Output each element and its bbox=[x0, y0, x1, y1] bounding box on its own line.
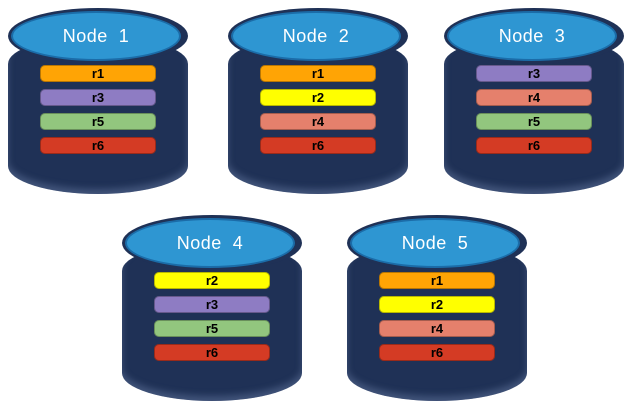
replica-bar: r2 bbox=[260, 89, 376, 106]
node-title: Node 3 bbox=[498, 25, 566, 46]
replica-bar: r6 bbox=[260, 137, 376, 154]
node-title: Node 4 bbox=[176, 232, 244, 253]
node-cylinder-3: Node 3 r3 r4 r5 r6 bbox=[444, 8, 624, 194]
cylinder-top: Node 3 bbox=[447, 11, 617, 61]
replica-bar: r2 bbox=[379, 296, 495, 313]
replica-bar: r3 bbox=[476, 65, 592, 82]
replica-bar: r4 bbox=[260, 113, 376, 130]
cylinder-top: Node 1 bbox=[11, 11, 181, 61]
replica-bar: r3 bbox=[40, 89, 156, 106]
cylinder-top: Node 4 bbox=[125, 218, 295, 268]
replica-bar: r5 bbox=[476, 113, 592, 130]
replica-list: r3 r4 r5 r6 bbox=[476, 65, 592, 161]
replica-bar: r4 bbox=[379, 320, 495, 337]
node-cylinder-1: Node 1 r1 r3 r5 r6 bbox=[8, 8, 188, 194]
replica-bar: r5 bbox=[40, 113, 156, 130]
replica-list: r1 r3 r5 r6 bbox=[40, 65, 156, 161]
node-cylinder-5: Node 5 r1 r2 r4 r6 bbox=[347, 215, 527, 401]
replica-bar: r3 bbox=[154, 296, 270, 313]
replica-bar: r4 bbox=[476, 89, 592, 106]
cylinder-top: Node 2 bbox=[231, 11, 401, 61]
replica-list: r1 r2 r4 r6 bbox=[260, 65, 376, 161]
node-title: Node 1 bbox=[62, 25, 130, 46]
node-cylinder-4: Node 4 r2 r3 r5 r6 bbox=[122, 215, 302, 401]
cylinder-top: Node 5 bbox=[350, 218, 520, 268]
replica-bar: r6 bbox=[476, 137, 592, 154]
replica-bar: r1 bbox=[379, 272, 495, 289]
replica-bar: r5 bbox=[154, 320, 270, 337]
replica-list: r1 r2 r4 r6 bbox=[379, 272, 495, 368]
node-title: Node 2 bbox=[282, 25, 350, 46]
replica-bar: r6 bbox=[154, 344, 270, 361]
node-cylinder-2: Node 2 r1 r2 r4 r6 bbox=[228, 8, 408, 194]
replica-bar: r1 bbox=[40, 65, 156, 82]
node-title: Node 5 bbox=[401, 232, 469, 253]
replica-bar: r6 bbox=[379, 344, 495, 361]
replica-bar: r1 bbox=[260, 65, 376, 82]
replica-bar: r2 bbox=[154, 272, 270, 289]
replica-list: r2 r3 r5 r6 bbox=[154, 272, 270, 368]
replica-bar: r6 bbox=[40, 137, 156, 154]
